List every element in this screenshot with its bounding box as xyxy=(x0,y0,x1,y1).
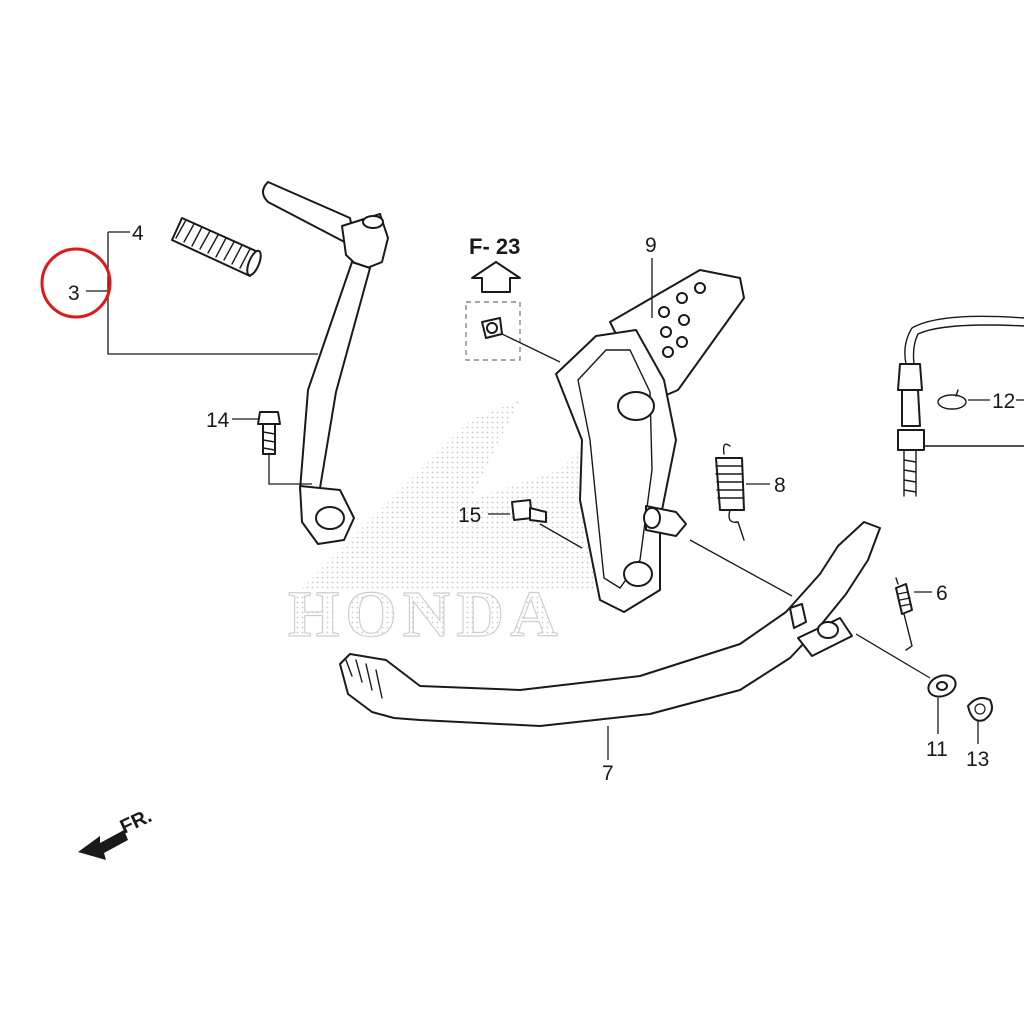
spring-part-6 xyxy=(895,577,932,651)
callout-6[interactable]: 6 xyxy=(936,582,948,605)
callout-11[interactable]: 11 xyxy=(926,738,948,761)
callout-9[interactable]: 9 xyxy=(645,234,657,257)
clip-part-13 xyxy=(967,697,993,744)
step-bracket-part-9 xyxy=(555,258,745,613)
spring-part-8 xyxy=(715,443,770,541)
honda-watermark: HONDA xyxy=(287,400,650,652)
callout-4[interactable]: 4 xyxy=(132,222,144,245)
bolt-part-14 xyxy=(232,411,312,485)
callout-7[interactable]: 7 xyxy=(602,762,614,785)
switch-part-12 xyxy=(897,315,1024,497)
callout-12[interactable]: 12 xyxy=(992,390,1015,413)
gearshift-lever xyxy=(262,181,389,545)
highlight-circle xyxy=(40,247,112,319)
callout-15[interactable]: 15 xyxy=(458,504,481,527)
callout-3[interactable]: 3 xyxy=(68,282,80,305)
watermark-text: HONDA xyxy=(288,578,564,651)
brake-pedal-part-7 xyxy=(339,521,931,760)
bolt-part-15 xyxy=(488,499,583,549)
washer-part-11 xyxy=(927,674,957,734)
callout-14[interactable]: 14 xyxy=(206,409,230,432)
reference-box xyxy=(465,261,561,363)
front-direction-arrow: FR. xyxy=(78,805,155,860)
callout-13[interactable]: 13 xyxy=(966,748,989,771)
spring-part-4 xyxy=(171,217,262,277)
reference-label: F- 23 xyxy=(469,234,520,259)
callout-8[interactable]: 8 xyxy=(774,474,786,497)
